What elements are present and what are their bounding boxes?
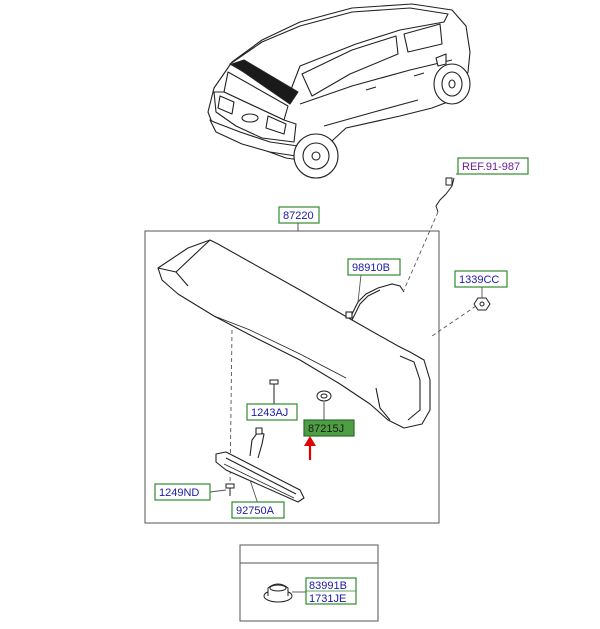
wiring-harness — [345, 283, 405, 321]
dash-leaders — [229, 211, 477, 487]
svg-text:87215J: 87215J — [308, 423, 344, 435]
ref-wire — [435, 173, 528, 213]
part-label-98910B[interactable]: 98910B — [347, 258, 401, 276]
svg-text:83991B: 83991B — [309, 580, 347, 592]
label-leaders — [209, 274, 483, 505]
plug — [263, 583, 293, 603]
svg-text:REF.91-987: REF.91-987 — [462, 161, 520, 173]
vehicle-illustration — [207, 3, 471, 179]
svg-text:1731JE: 1731JE — [309, 593, 346, 605]
high-mount-stop-lamp — [215, 427, 305, 503]
part-label-92750A[interactable]: 92750A — [231, 501, 285, 519]
part-label-87215J[interactable]: 87215J — [303, 419, 355, 437]
assembly-frame — [144, 230, 440, 524]
part-label-87220[interactable]: 87220 — [278, 206, 320, 224]
rear-spoiler — [157, 239, 431, 429]
bolt — [269, 379, 279, 404]
highlight-arrow — [304, 436, 316, 460]
part-label-1339CC[interactable]: 1339CC — [454, 270, 508, 288]
svg-text:92750A: 92750A — [236, 505, 275, 517]
part-label-83991B-1731JE[interactable]: 83991B 1731JE — [305, 577, 357, 605]
nut — [473, 297, 491, 311]
screw — [225, 483, 235, 496]
grommet — [316, 390, 332, 420]
part-label-1249ND[interactable]: 1249ND — [154, 483, 211, 501]
svg-text:1249ND: 1249ND — [159, 487, 199, 499]
svg-text:1243AJ: 1243AJ — [251, 407, 288, 419]
ref-label[interactable]: REF.91-987 — [457, 157, 529, 175]
svg-text:1339CC: 1339CC — [459, 274, 499, 286]
plug-box — [239, 544, 379, 622]
svg-text:87220: 87220 — [283, 210, 314, 222]
svg-text:98910B: 98910B — [352, 262, 390, 274]
spoiler-location-highlight — [231, 59, 299, 105]
part-label-1243AJ[interactable]: 1243AJ — [246, 403, 298, 421]
